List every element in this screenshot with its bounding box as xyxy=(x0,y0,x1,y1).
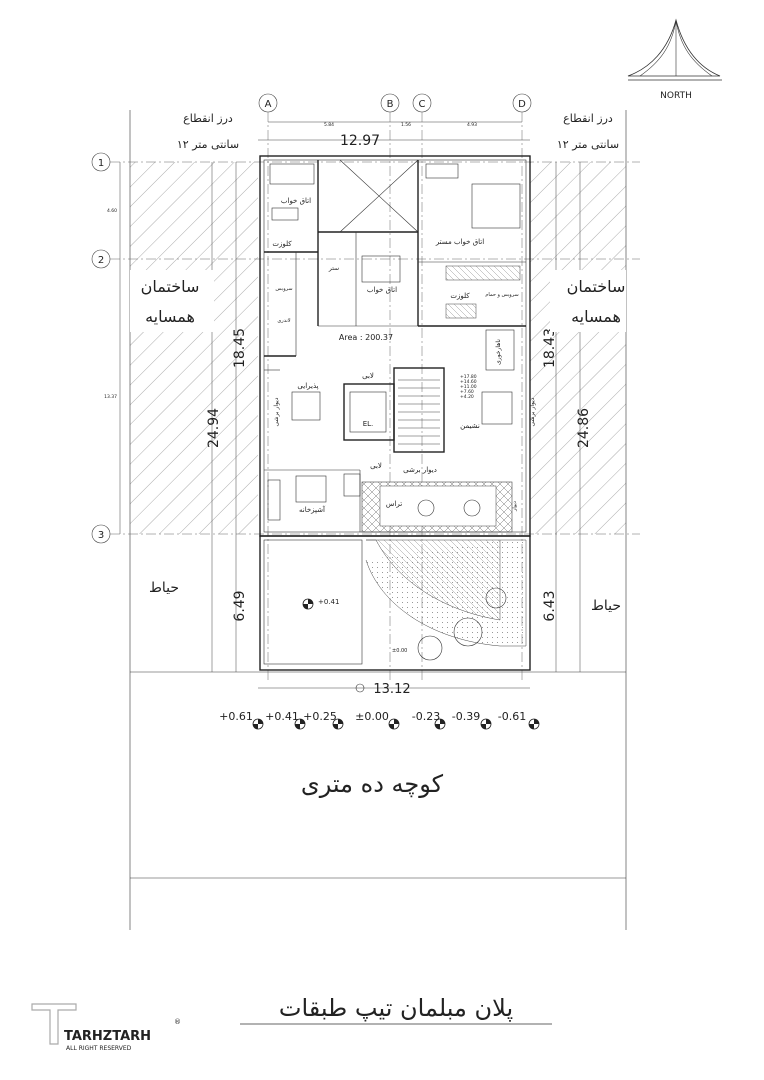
svg-text:-0.61: -0.61 xyxy=(498,710,526,723)
north-arrow-icon: NORTH xyxy=(627,18,722,101)
col-dim-BC: 1.56 xyxy=(401,122,411,128)
level-marker-6: -0.39 xyxy=(452,710,492,730)
brand-mark: ® xyxy=(174,1018,181,1026)
dim-left-yard: 6.49 xyxy=(232,590,248,621)
level-marker-4: ±0.00 xyxy=(355,710,400,730)
building-walls xyxy=(259,155,531,537)
north-label: NORTH xyxy=(660,91,692,101)
dim-bottom-width: 13.12 xyxy=(373,682,410,697)
label-closet-2: کلوزت xyxy=(450,292,470,300)
svg-text:D: D xyxy=(518,99,526,110)
label-partition-right: دیوار برشی xyxy=(529,397,536,426)
joint-note-left-2: ۱۲ سانتی متر xyxy=(177,138,239,151)
brand-name: TARHZTARH xyxy=(64,1029,151,1044)
dim-right-total: 24.86 xyxy=(576,408,592,448)
label-closet-1: کلوزت xyxy=(272,240,292,248)
axis-bubble-C: C xyxy=(412,93,432,113)
stair-level-3: +11.00 xyxy=(460,384,477,390)
label-lobby-1: لابی xyxy=(362,372,374,380)
label-toilet: سرویس xyxy=(275,286,292,292)
dim-left-building: 18.45 xyxy=(232,328,248,368)
svg-text:2: 2 xyxy=(98,255,104,266)
svg-text:+0.25: +0.25 xyxy=(303,710,337,723)
label-reception: پذیرایی xyxy=(297,382,318,390)
plan-title: پلان مبلمان تیپ طبقات xyxy=(240,994,552,1025)
label-kitchen: آشپزخانه xyxy=(299,505,326,514)
svg-text:همسایه: همسایه xyxy=(145,307,195,326)
label-living: نشیمن xyxy=(460,422,480,430)
svg-text:1: 1 xyxy=(98,158,104,169)
dim-right-yard: 6.43 xyxy=(542,590,558,621)
stair-level-4: +7.60 xyxy=(460,389,474,395)
col-dim-CD: 4.93 xyxy=(467,122,477,128)
label-partition-wall: دیوار برشی xyxy=(403,466,437,474)
yard-label-right: حیاط xyxy=(591,598,621,614)
axis-bubble-3: 3 xyxy=(91,524,111,544)
svg-text:ساختمان: ساختمان xyxy=(141,277,200,296)
level-marker-row: +0.61 +0.41 +0.25 ±0.00 -0.23 -0.39 xyxy=(219,710,540,730)
axis-bubble-D: D xyxy=(512,93,532,113)
yard-level-label: +0.41 xyxy=(318,598,339,606)
svg-text:ساختمان: ساختمان xyxy=(567,277,626,296)
svg-text:+0.41: +0.41 xyxy=(265,710,299,723)
svg-text:C: C xyxy=(419,99,426,110)
label-partition-left: دیوار برشی xyxy=(273,397,280,426)
street-label: کوچه ده متری xyxy=(301,770,444,798)
axis-bubble-1: 1 xyxy=(91,152,111,172)
level-marker-5: -0.23 xyxy=(412,710,446,730)
stair-level-5: +4.20 xyxy=(460,394,474,400)
neighbor-label-left: ساختمان همسایه xyxy=(130,270,214,332)
dim-left-total: 24.94 xyxy=(206,408,222,448)
svg-text:پلان مبلمان تیپ طبقات: پلان مبلمان تیپ طبقات xyxy=(279,994,513,1022)
level-marker-2: +0.41 xyxy=(265,710,306,730)
dim-right-building: 18.43 xyxy=(542,328,558,368)
label-laundry: لاندری xyxy=(277,318,290,324)
label-lobby-2: لابی xyxy=(370,462,382,470)
neighbor-left-hatch xyxy=(130,162,258,534)
label-master-bedroom: اتاق خواب مستر xyxy=(435,238,484,246)
label-terrace: تراس xyxy=(386,500,402,508)
axis-bubble-2: 2 xyxy=(91,249,111,269)
svg-text:A: A xyxy=(265,99,272,110)
svg-text:±0.00: ±0.00 xyxy=(355,710,389,723)
neighbor-label-right: ساختمان همسایه xyxy=(550,270,626,332)
label-bath-shower: سرویس و حمام xyxy=(485,292,518,298)
level-marker-3: +0.25 xyxy=(303,710,344,730)
label-partition-small: دیوار xyxy=(512,501,518,512)
label-bedroom-2: اتاق خواب xyxy=(367,286,397,294)
stair-level-2: +14.60 xyxy=(460,379,477,385)
svg-text:-0.23: -0.23 xyxy=(412,710,440,723)
yard-label-left: حیاط xyxy=(149,580,179,596)
entry-level-label: ±0.00 xyxy=(392,648,407,654)
label-bedroom-1: اتاق خواب xyxy=(281,197,311,205)
label-storage: ستر xyxy=(328,265,339,272)
row-dim-12: 4.60 xyxy=(107,208,117,214)
joint-note-right-1: درز انقطاع xyxy=(563,112,613,125)
stair-level-1: +17.80 xyxy=(460,374,477,380)
svg-text:همسایه: همسایه xyxy=(571,307,621,326)
dim-top-width: 12.97 xyxy=(340,133,380,149)
svg-text:3: 3 xyxy=(98,530,104,541)
yard-area: +0.41 ±0.00 xyxy=(259,535,531,671)
joint-note-left-1: درز انقطاع xyxy=(183,112,233,125)
label-area: Area : 200.37 xyxy=(339,333,393,342)
label-dining: ناهارخوری xyxy=(495,339,502,365)
level-marker-7: -0.61 xyxy=(498,710,540,730)
level-marker-1: +0.61 xyxy=(219,710,264,730)
row-dim-23: 13.37 xyxy=(104,394,117,400)
axis-bubble-A: A xyxy=(258,93,278,113)
svg-text:+0.61: +0.61 xyxy=(219,710,253,723)
brand-logo: TARHZTARH ® ALL RIGHT RESERVED xyxy=(31,1003,181,1052)
col-dim-AB: 5.84 xyxy=(324,122,334,128)
neighbor-right-hatch xyxy=(530,162,626,534)
brand-sub: ALL RIGHT RESERVED xyxy=(66,1045,132,1052)
svg-text:B: B xyxy=(387,99,394,110)
axis-bubble-B: B xyxy=(380,93,400,113)
joint-note-right-2: ۱۲ سانتی متر xyxy=(557,138,619,151)
label-elevator: EL. xyxy=(363,420,374,428)
svg-text:-0.39: -0.39 xyxy=(452,710,480,723)
